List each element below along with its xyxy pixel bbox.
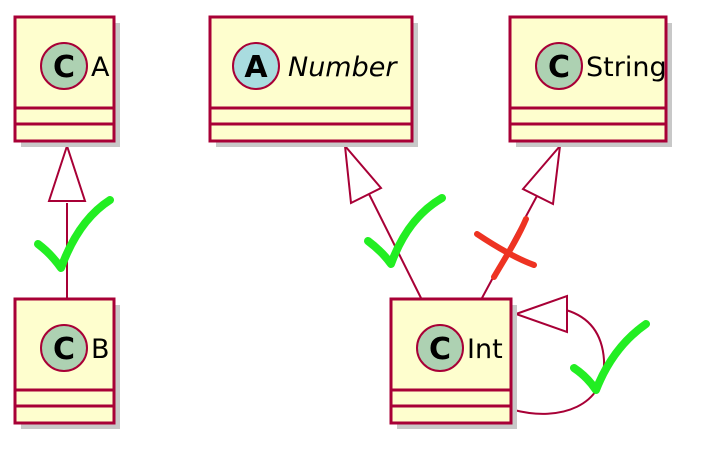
- class-string[interactable]: C String: [508, 15, 672, 147]
- relation-int-extends-int: [512, 294, 606, 415]
- stereotype-letter: A: [244, 50, 268, 85]
- relation-b-extends-a: [47, 142, 87, 298]
- class-number[interactable]: A Number: [208, 15, 418, 147]
- stereotype-letter: C: [53, 332, 75, 367]
- check-mark-icon: [570, 320, 650, 394]
- class-stereotype-icon: [535, 42, 583, 90]
- class-name: Number: [288, 52, 398, 83]
- check-mark-icon: [34, 196, 114, 272]
- stereotype-letter: C: [429, 332, 451, 367]
- class-name: A: [91, 52, 110, 83]
- relation-int-extends-number: [343, 142, 422, 299]
- cross-mark-icon: [474, 216, 537, 280]
- class-stereotype-icon: [40, 42, 88, 90]
- class-name: String: [586, 52, 667, 83]
- stereotype-letter: C: [53, 50, 75, 85]
- class-name: B: [91, 334, 110, 365]
- class-a[interactable]: C A: [13, 15, 120, 147]
- class-int[interactable]: C Int: [389, 297, 517, 429]
- stereotype-letter: C: [548, 50, 570, 85]
- class-b[interactable]: C B: [13, 297, 120, 429]
- abstract-stereotype-icon: [232, 42, 280, 90]
- class-name: Int: [467, 334, 503, 365]
- class-stereotype-icon: [416, 324, 464, 372]
- check-mark-icon: [364, 194, 446, 268]
- class-stereotype-icon: [40, 324, 88, 372]
